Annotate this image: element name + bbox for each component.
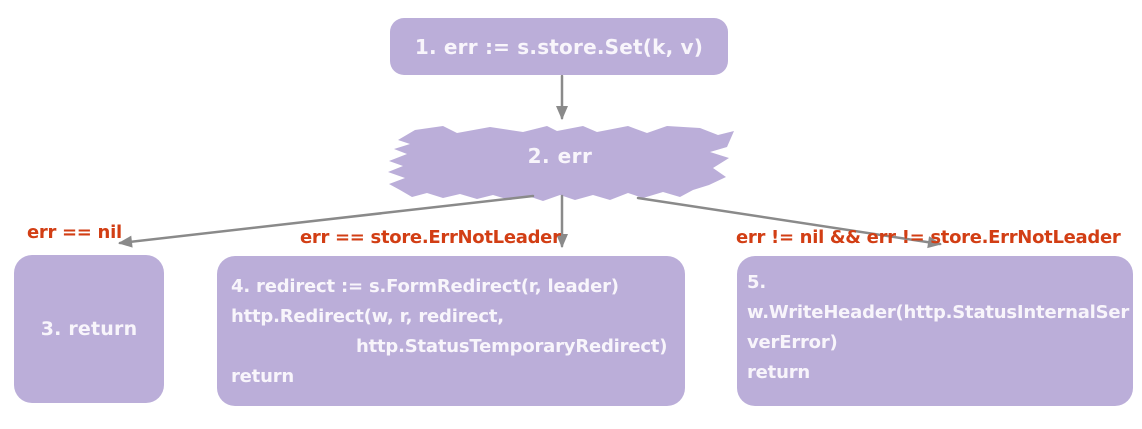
node-step5: 5. w.WriteHeader(http.StatusInternalSer … bbox=[737, 256, 1133, 406]
node-step3-label: 3. return bbox=[40, 318, 138, 340]
node-step4-line: 4. redirect := s.FormRedirect(r, leader) bbox=[231, 276, 619, 297]
node-step5-line: 5. bbox=[747, 272, 766, 293]
node-step1-label: 1. err := s.store.Set(k, v) bbox=[414, 34, 704, 59]
node-step5-line: return bbox=[747, 362, 810, 383]
node-step5-line: w.WriteHeader(http.StatusInternalSer bbox=[747, 302, 1130, 323]
condition-err-nil: err == nil bbox=[27, 222, 122, 243]
condition-err-other: err != nil && err != store.ErrNotLeader bbox=[736, 227, 1121, 248]
node-step1: 1. err := s.store.Set(k, v) bbox=[390, 18, 728, 75]
node-step4-line: return bbox=[231, 366, 294, 387]
node-step4-line: http.Redirect(w, r, redirect, bbox=[231, 306, 504, 327]
node-step3: 3. return bbox=[14, 255, 164, 403]
node-step4: 4. redirect := s.FormRedirect(r, leader)… bbox=[217, 256, 685, 406]
node-step5-line: verError) bbox=[747, 332, 838, 353]
condition-err-notleader: err == store.ErrNotLeader bbox=[300, 227, 561, 248]
node-step4-line: http.StatusTemporaryRedirect) bbox=[356, 336, 668, 357]
node-step2-label: 2. err bbox=[527, 144, 593, 168]
